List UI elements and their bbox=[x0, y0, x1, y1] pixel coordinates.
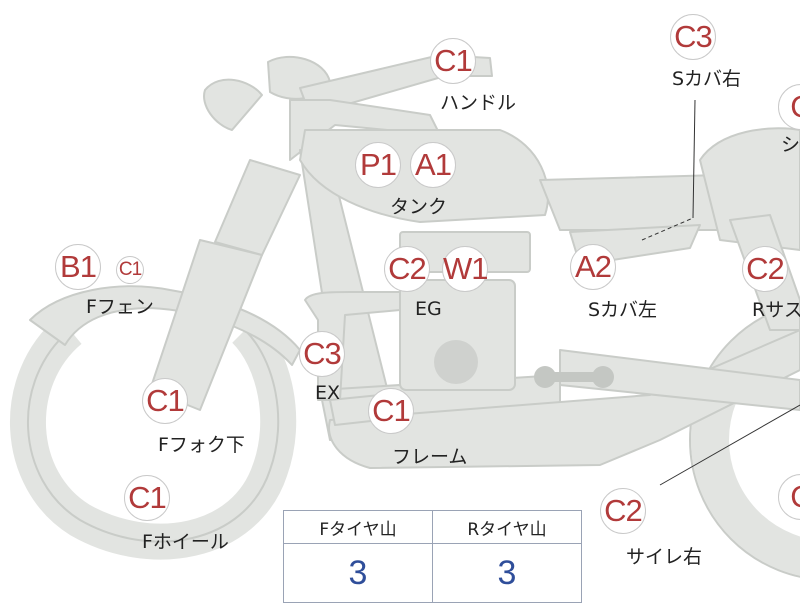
grade-badge-tank-2: A1 bbox=[410, 142, 456, 188]
label-seat-cover-left: Sカバ左 bbox=[588, 299, 658, 321]
rear-wheel-shape bbox=[691, 304, 800, 576]
rear-tire-value: 3 bbox=[432, 543, 582, 603]
grade-badge-front-fender-1: B1 bbox=[55, 244, 101, 290]
grade-badge-frame: C1 bbox=[368, 388, 414, 434]
silencer-leader bbox=[659, 404, 800, 486]
label-seat: シ bbox=[781, 134, 800, 156]
frame-lower-shape bbox=[328, 329, 800, 469]
label-front-fender: Fフェン bbox=[86, 296, 154, 318]
label-tank: タンク bbox=[390, 196, 448, 218]
seat-cover-r-dash bbox=[641, 217, 694, 241]
rear-tire-header: Rタイヤ山 bbox=[432, 510, 582, 544]
grade-badge-silencer-right: C2 bbox=[600, 488, 646, 534]
seat-cover-r-leader bbox=[692, 99, 696, 219]
tire-table-value-row: 3 3 bbox=[283, 543, 582, 603]
engine-cover-circle bbox=[434, 340, 478, 384]
label-engine: EG bbox=[415, 298, 442, 320]
grade-badge-handle: C1 bbox=[430, 38, 476, 84]
label-frame: フレーム bbox=[392, 446, 468, 468]
grade-badge-engine-2: W1 bbox=[442, 246, 489, 292]
footpeg-shape bbox=[534, 366, 614, 388]
grade-badge-seat-cover-left: A2 bbox=[570, 244, 616, 290]
label-exhaust: EX bbox=[315, 382, 341, 404]
grade-badge-tank-1: P1 bbox=[355, 142, 401, 188]
label-rear-suspension: Rサス bbox=[752, 299, 800, 321]
label-front-wheel: Fホイール bbox=[142, 531, 229, 553]
grade-badge-front-fender-2: C1 bbox=[116, 256, 144, 284]
tire-tread-table: Fタイヤ山 Rタイヤ山 3 3 bbox=[283, 510, 582, 603]
grade-badge-seat-cover-right: C3 bbox=[670, 14, 716, 60]
grade-badge-rear-suspension: C2 bbox=[742, 246, 788, 292]
tire-table-header-row: Fタイヤ山 Rタイヤ山 bbox=[283, 510, 582, 544]
grade-badge-engine-1: C2 bbox=[384, 246, 430, 292]
grade-badge-exhaust: C3 bbox=[299, 331, 345, 377]
grade-badge-front-fork: C1 bbox=[142, 378, 188, 424]
front-tire-header: Fタイヤ山 bbox=[283, 510, 433, 544]
label-front-fork: Fフォク下 bbox=[158, 434, 245, 456]
rear-wheel-edge bbox=[689, 302, 800, 578]
front-tire-value: 3 bbox=[283, 543, 433, 603]
headlight-shape bbox=[203, 78, 263, 131]
seat-shape bbox=[699, 127, 800, 251]
label-seat-cover-right: Sカバ右 bbox=[672, 68, 742, 90]
label-silencer-right: サイレ右 bbox=[626, 546, 703, 568]
label-handle: ハンドル bbox=[440, 92, 517, 114]
grade-badge-front-wheel: C1 bbox=[124, 475, 170, 521]
